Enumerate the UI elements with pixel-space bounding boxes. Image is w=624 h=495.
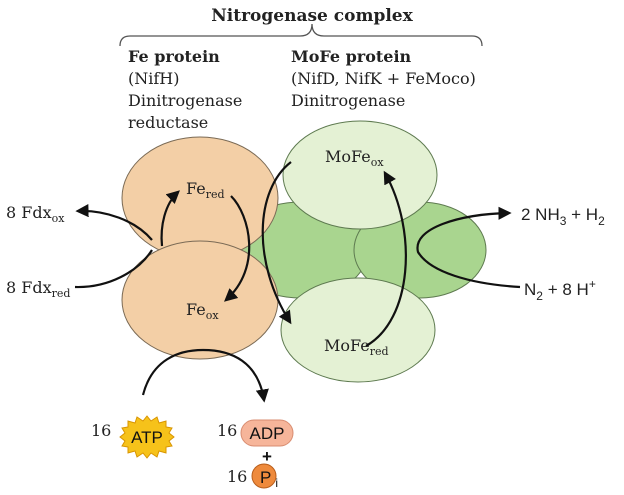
fe-protein-name: Fe protein [128, 47, 220, 66]
substrates-label: N2 + 8 H+ [524, 277, 596, 303]
fe-protein-gene: (NifH) [128, 69, 179, 88]
atp-label: ATP [131, 428, 163, 447]
fe-red-to-ox-arrow [224, 195, 251, 302]
plus-sign: + [262, 447, 272, 466]
adp-label: ADP [250, 424, 285, 443]
fdx-ox-label: 8 Fdxox [6, 203, 65, 225]
fe-protein-role-2: reductase [128, 113, 208, 132]
mofe-ox-subunit [282, 120, 438, 230]
mofe-ox-label: MoFeox [325, 147, 384, 169]
fdx-red-label: 8 Fdxred [6, 278, 70, 300]
mofe-red-to-ox-arrow [365, 170, 407, 347]
mofe-protein-description: MoFe protein (NifD, NifK + FeMoco) Dinit… [291, 47, 476, 110]
pi-coefficient: 16 [227, 467, 247, 486]
fdx-red-arrow [74, 249, 153, 289]
adp-coefficient: 16 [217, 421, 237, 440]
atp-coefficient: 16 [91, 421, 111, 440]
mofe-protein-name: MoFe protein [291, 47, 412, 66]
atp-hydrolysis-arrow [141, 348, 269, 403]
mofe-red-label: MoFered [324, 336, 389, 358]
fdx-ox-arrow [75, 204, 153, 241]
diagram-title: Nitrogenase complex [211, 6, 413, 26]
products-label: 2 NH3 + H2 [521, 205, 605, 228]
mofe-protein-genes: (NifD, NifK + FeMoco) [291, 69, 476, 88]
complex-bracket [119, 23, 483, 47]
electron-transfer-arrow [261, 161, 292, 325]
nitrogen-reduction-arrow [416, 206, 521, 289]
pi-circle [251, 463, 277, 489]
mofe-red-subunit [280, 277, 436, 383]
atp-starburst [119, 415, 175, 459]
fe-protein-role-1: Dinitrogenase [128, 91, 242, 110]
fe-ox-label: Feox [186, 300, 219, 322]
mofe-protein-role: Dinitrogenase [291, 91, 405, 110]
fe-protein-description: Fe protein (NifH) Dinitrogenase reductas… [128, 47, 242, 132]
adp-pill [240, 419, 294, 447]
fe-red-label: Fered [186, 179, 225, 201]
fe-ox-to-red-arrow [160, 190, 180, 247]
